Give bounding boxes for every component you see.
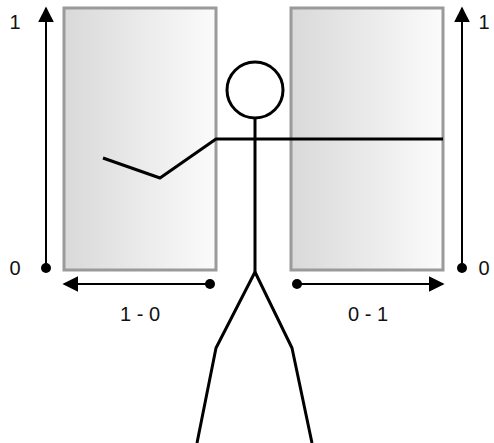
axis-value: 1 (9, 12, 20, 32)
axis-value: 0 (9, 258, 20, 278)
range-label: 0 - 1 (348, 304, 388, 324)
stick-figure (103, 62, 443, 443)
axis-dot (41, 263, 51, 273)
left-bottom-axis (64, 283, 210, 285)
range-label: 1 - 0 (120, 304, 160, 324)
right-axis (461, 8, 463, 268)
axis-value: 0 (478, 258, 489, 278)
axis-dot (205, 279, 215, 289)
axis-dot (457, 263, 467, 273)
right-bottom-axis (297, 283, 443, 285)
axis-dot (292, 279, 302, 289)
axis-value: 1 (478, 12, 489, 32)
left-axis (45, 8, 47, 268)
left-panel (64, 8, 216, 270)
